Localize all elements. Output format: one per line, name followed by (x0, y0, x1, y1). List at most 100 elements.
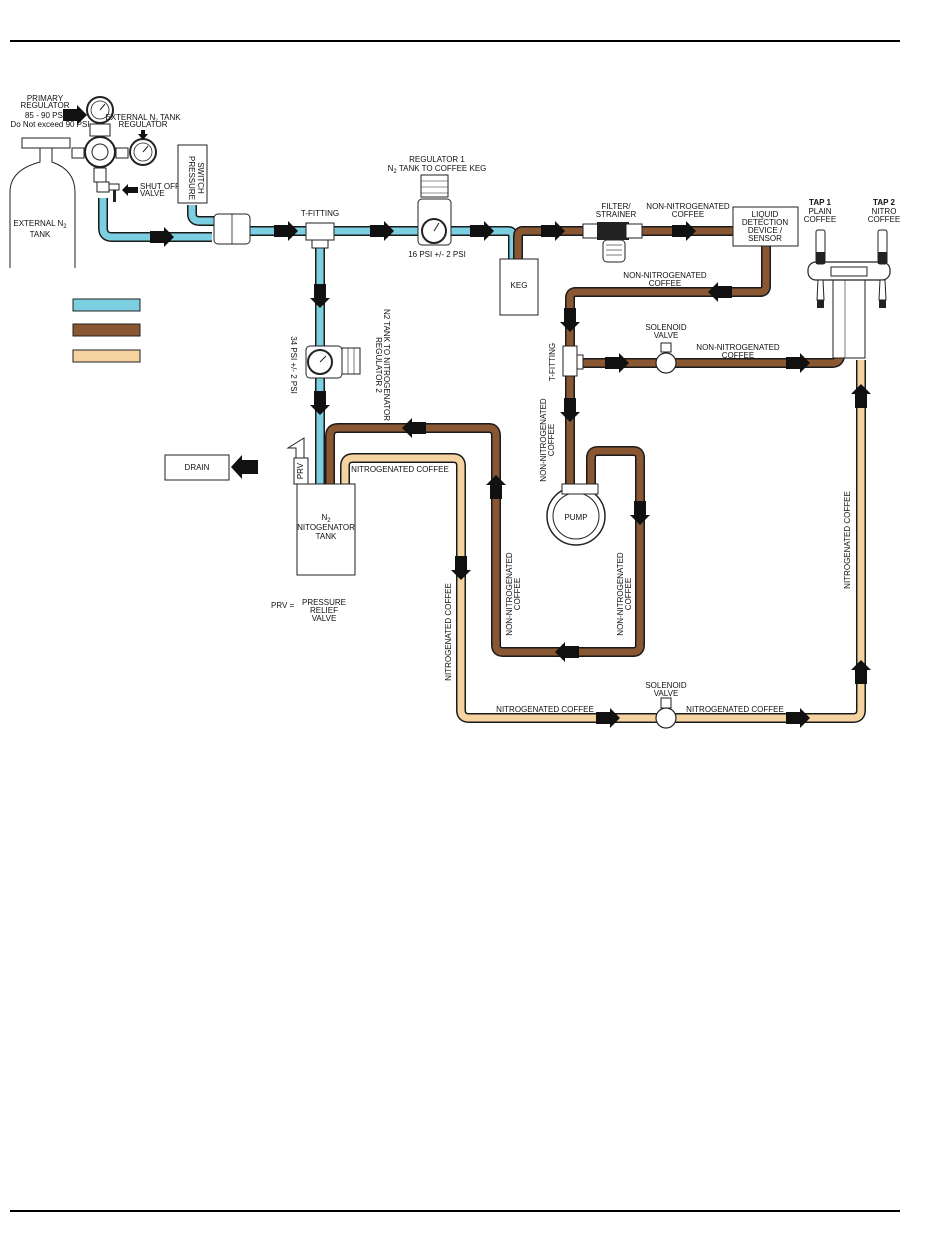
primary-regulator-title-2: REGULATOR (20, 101, 69, 110)
non-nitro-vertical-b-2: COFFEE (513, 578, 522, 610)
regulator-1-title: REGULATOR 1 (409, 155, 465, 164)
color-legend (72, 298, 141, 363)
svg-text:VALVE: VALVE (654, 331, 679, 340)
tap-2: TAP 2 NITRO COFFEE (868, 198, 900, 308)
t-fitting-right-label: T-FITTING (548, 343, 557, 381)
svg-text:STRAINER: STRAINER (596, 210, 637, 219)
svg-text:VALVE: VALVE (312, 614, 337, 623)
svg-text:TANK: TANK (316, 532, 337, 541)
non-nitro-return-label-1: NON-NITROGENATED (623, 271, 707, 280)
svg-text:DEVICE /: DEVICE / (748, 226, 783, 235)
nitro-bottom-right-label: NITROGENATED COFFEE (686, 705, 784, 714)
regulator-1-pressure: 16 PSI +/- 2 PSI (408, 250, 466, 259)
regulator-1: REGULATOR 1 N2 TANK TO COFFEE KEG 16 PSI… (388, 155, 487, 259)
arrow-nitro-2 (786, 708, 810, 728)
solenoid-valve-lower: SOLENOID VALVE (645, 681, 687, 729)
filter-strainer: FILTER/ STRAINER (582, 202, 643, 263)
non-nitro-to-tap-1: NON-NITROGENATED (696, 343, 780, 352)
svg-text:RELIEF: RELIEF (310, 606, 338, 615)
tap-1: TAP 1 PLAIN COFFEE (804, 198, 836, 308)
t-fitting-right: T-FITTING (548, 343, 584, 381)
svg-text:NITOGENATOR: NITOGENATOR (297, 523, 355, 532)
nitro-coffee-left-vertical: NITROGENATED COFFEE (444, 583, 453, 681)
nitro-coffee-top-label: NITROGENATED COFFEE (351, 465, 449, 474)
svg-text:PRESSURE: PRESSURE (302, 598, 346, 607)
legend-swatch-nitro (72, 349, 141, 363)
arrow-nitro-up-2 (851, 384, 871, 408)
non-nitro-vertical-c-1: NON-NITROGENATED (616, 552, 625, 636)
nitro-coffee-line (340, 360, 866, 723)
nitro-right-vertical-label: NITROGENATED COFFEE (843, 491, 852, 589)
legend-swatch-non-nitro (72, 323, 141, 337)
non-nitro-top-label-2: COFFEE (672, 210, 704, 219)
arrow-coffee-top-left (402, 418, 426, 438)
svg-text:SWITCH: SWITCH (196, 162, 205, 194)
svg-text:VALVE: VALVE (140, 189, 165, 198)
tank-label-line1: EXTERNAL N (13, 219, 63, 228)
svg-text:N2: N2 (321, 513, 331, 524)
t-fitting-top: T-FITTING (301, 209, 339, 249)
shutoff-valve-label: SHUT OFF VALVE (122, 182, 180, 198)
regulator-2-title: REGULATOR 2 (374, 337, 383, 393)
pressure-switch: PRESSURE SWITCH (177, 144, 208, 204)
tap-1-title: TAP 1 (809, 198, 831, 207)
legend-swatch-n2 (72, 298, 141, 312)
non-nitro-to-tap-2: COFFEE (722, 351, 754, 360)
non-nitro-vertical-b-1: NON-NITROGENATED (505, 552, 514, 636)
arrow-coffee-4 (786, 353, 810, 373)
svg-text:EXTERNAL N2 TANK: EXTERNAL N2 TANK (105, 113, 181, 123)
svg-text:PLAIN: PLAIN (808, 207, 831, 216)
manifold-block (213, 213, 251, 245)
arrow-nitro-down (451, 556, 471, 580)
prv: PRV (231, 437, 309, 485)
nitro-bottom-left-label: NITROGENATED COFFEE (496, 705, 594, 714)
arrow-coffee-3 (605, 353, 629, 373)
arrow-coffee-down-1 (560, 308, 580, 332)
keg-label: KEG (511, 281, 528, 290)
arrow-n2-3 (370, 221, 394, 241)
nitrogenator-tank: N2 NITOGENATOR TANK (296, 483, 356, 576)
non-nitro-coffee-line (325, 226, 845, 657)
solenoid-valve-upper: SOLENOID VALVE (645, 323, 687, 374)
svg-text:PRV =: PRV = (271, 601, 295, 610)
svg-text:SOLENOID: SOLENOID (645, 681, 687, 690)
drain-label: DRAIN (185, 463, 210, 472)
arrow-coffee-down-2 (560, 398, 580, 422)
arrow-coffee-up (486, 475, 506, 499)
arrow-n2-down-2 (310, 391, 330, 415)
primary-regulator-warning: Do Not exceed 90 PSI (10, 120, 89, 129)
svg-text:VALVE: VALVE (654, 689, 679, 698)
svg-text:SHUT OFF: SHUT OFF (140, 182, 180, 191)
arrow-coffee-bottom (555, 642, 579, 662)
pump: PUMP (546, 483, 606, 546)
regulator-2: REGULATOR 2 N2 TANK TO NITROGENATOR 34 P… (289, 309, 391, 421)
liquid-detection-sensor: LIQUID DETECTION DEVICE / SENSOR (732, 206, 799, 247)
t-fitting-top-label: T-FITTING (301, 209, 339, 218)
prv-label: PRV (296, 462, 305, 479)
tank-label-line2: TANK (30, 230, 51, 239)
primary-regulator-title-1: PRIMARY (27, 94, 64, 103)
svg-text:SOLENOID: SOLENOID (645, 323, 687, 332)
svg-text:SENSOR: SENSOR (748, 234, 782, 243)
arrow-n2-2 (274, 221, 298, 241)
tap-tower (807, 261, 891, 359)
non-nitro-vertical-a-1: NON-NITROGENATED (539, 398, 548, 482)
svg-text:COFFEE: COFFEE (868, 215, 900, 224)
arrow-n2-down-1 (310, 284, 330, 308)
svg-text:LIQUID: LIQUID (752, 210, 779, 219)
primary-regulator: PRIMARY REGULATOR 85 - 90 PSI Do Not exc… (10, 94, 157, 202)
svg-text:REGULATOR: REGULATOR (118, 120, 167, 129)
external-tank-regulator-label: EXTERNAL N2 TANK REGULATOR (105, 113, 181, 140)
non-nitro-vertical-a-2: COFFEE (547, 424, 556, 456)
non-nitro-vertical-c-2: COFFEE (624, 578, 633, 610)
arrow-pump-out (630, 501, 650, 525)
prv-legend: PRV = PRESSURE RELIEF VALVE (271, 598, 346, 623)
svg-text:COFFEE: COFFEE (804, 215, 836, 224)
pump-label: PUMP (564, 513, 587, 522)
svg-text:PRESSURE: PRESSURE (187, 156, 196, 200)
svg-text:DETECTION: DETECTION (742, 218, 788, 227)
svg-text:NITRO: NITRO (872, 207, 897, 216)
arrow-nitro-up-1 (851, 660, 871, 684)
arrow-nitro-1 (596, 708, 620, 728)
arrow-coffee-return (708, 282, 732, 302)
